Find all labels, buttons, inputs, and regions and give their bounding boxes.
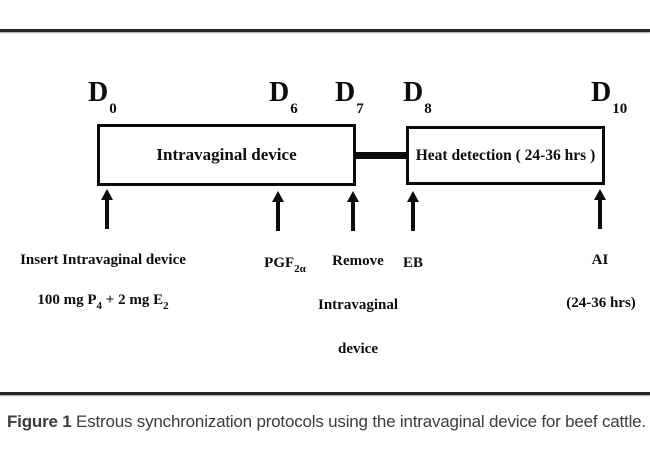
arrow-stem — [105, 199, 109, 229]
arrow-stem — [276, 201, 280, 231]
arrow-stem — [351, 201, 355, 231]
day-subscript: 6 — [290, 101, 298, 117]
arrowhead-icon — [272, 191, 284, 202]
pgf-label: PGF2α — [250, 255, 320, 275]
bottom-divider-line — [0, 392, 650, 395]
day-subscript: 7 — [356, 101, 364, 117]
day-subscript: 8 — [424, 101, 432, 117]
remove-device-label-line2: Intravaginal — [317, 297, 398, 313]
dose-subscript: 2 — [163, 300, 169, 312]
arrowhead-icon — [407, 191, 419, 202]
arrowhead-icon — [594, 189, 606, 200]
remove-device-label-line1: Remove — [332, 253, 384, 269]
arrowhead-icon — [101, 189, 113, 200]
dose-text: + 2 mg E — [102, 292, 164, 308]
day-letter: D — [88, 77, 109, 108]
figure-caption-number: Figure 1 — [7, 412, 72, 431]
arrow-stem — [411, 201, 415, 231]
ai-hours-label: (24-36 hrs) — [566, 295, 636, 311]
insert-device-label: Insert Intravaginal device — [20, 252, 186, 268]
intravaginal-device-box: Intravaginal device — [97, 124, 356, 186]
up-arrow-eb — [406, 191, 420, 231]
timeline-connector-bar — [354, 152, 408, 159]
day-label-d7: D7 — [335, 77, 364, 117]
day-letter: D — [591, 77, 612, 108]
day-label-d0: D0 — [88, 77, 117, 117]
day-subscript: 10 — [612, 101, 628, 117]
day-label-d10: D10 — [591, 77, 627, 117]
intravaginal-device-box-label: Intravaginal device — [156, 145, 297, 164]
figure-caption: Figure 1 Estrous synchronization protoco… — [7, 412, 647, 432]
up-arrow-ai — [593, 189, 607, 229]
dose-text: 100 mg P — [37, 292, 97, 308]
dose-subscript: 4 — [96, 300, 103, 312]
figure-caption-text: Estrous synchronization protocols using … — [71, 412, 646, 431]
ai-label: AI — [591, 252, 609, 268]
up-arrow-remove — [346, 191, 360, 231]
pgf-subscript: 2α — [294, 263, 306, 275]
arrow-stem — [598, 199, 602, 229]
up-arrow-insert — [100, 189, 114, 229]
remove-device-label-line3: device — [338, 341, 378, 357]
pgf-text: PGF — [264, 255, 295, 271]
top-divider-line — [0, 29, 650, 32]
eb-label: EB — [402, 255, 423, 271]
day-letter: D — [269, 77, 290, 108]
heat-detection-box: Heat detection ( 24-36 hrs ) — [406, 126, 605, 185]
day-letter: D — [403, 77, 424, 108]
day-label-d8: D8 — [403, 77, 432, 117]
day-subscript: 0 — [109, 101, 117, 117]
hormone-dose-label: 100 mg P4 + 2 mg E2 — [18, 292, 188, 312]
up-arrow-pgf — [271, 191, 285, 231]
arrowhead-icon — [347, 191, 359, 202]
heat-detection-box-label: Heat detection ( 24-36 hrs ) — [415, 146, 596, 164]
day-label-d6: D6 — [269, 77, 298, 117]
day-letter: D — [335, 77, 356, 108]
